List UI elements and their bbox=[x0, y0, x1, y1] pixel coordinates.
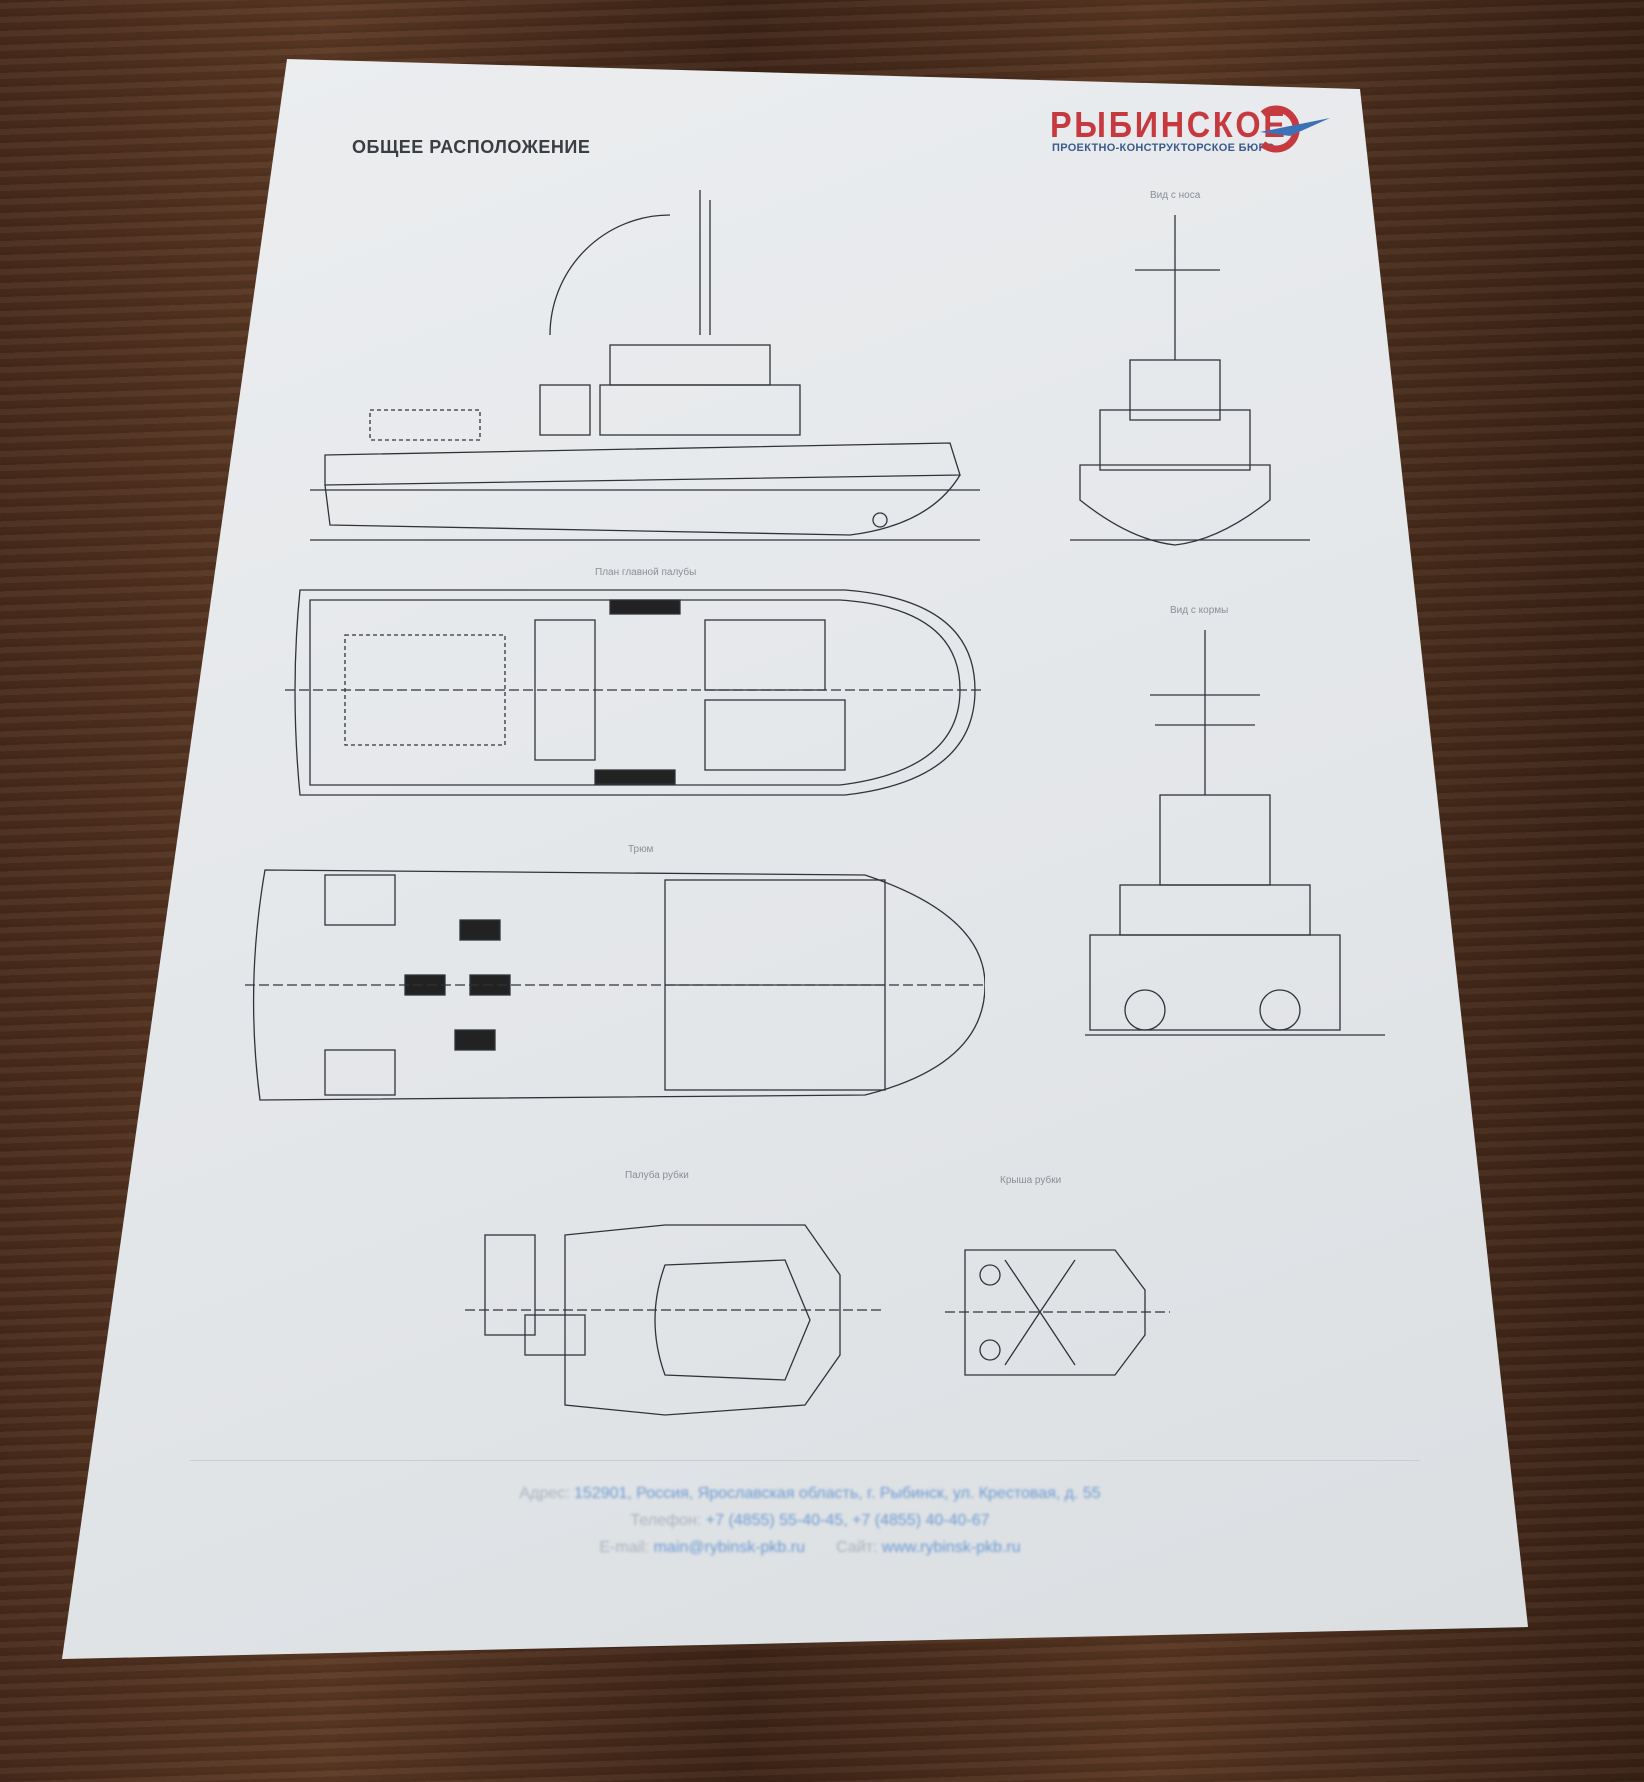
address-value: 152901, Россия, Ярославская область, г. … bbox=[574, 1485, 1101, 1502]
footer-contacts: E-mail: main@rybinsk-pkb.ru Сайт: www.ry… bbox=[300, 1539, 1320, 1557]
page-title: ОБЩЕЕ РАСПОЛОЖЕНИЕ bbox=[352, 137, 591, 157]
hold-plan-drawing bbox=[245, 869, 985, 1101]
site-value: www.rybinsk-pkb.ru bbox=[881, 1539, 1021, 1556]
address-label: Адрес: bbox=[519, 1485, 570, 1502]
logo-emblem-icon bbox=[1260, 105, 1330, 153]
logo-subtitle: ПРОЕКТНО-КОНСТРУКТОРСКОЕ БЮРО bbox=[1052, 142, 1275, 154]
footer-address: Адрес: 152901, Россия, Ярославская облас… bbox=[300, 1485, 1320, 1503]
main-deck-plan-drawing bbox=[285, 589, 985, 796]
label-deckhouse: Палуба рубки bbox=[625, 1170, 689, 1181]
phone-value: +7 (4855) 55-40-45, +7 (4855) 40-40-67 bbox=[705, 1512, 990, 1529]
deckhouse-plan-drawing bbox=[465, 1224, 885, 1416]
label-roof: Крыша рубки bbox=[1000, 1175, 1062, 1186]
site-label: Сайт: bbox=[836, 1539, 878, 1556]
email-value: main@rybinsk-pkb.ru bbox=[653, 1539, 805, 1556]
label-hold: Трюм bbox=[628, 844, 654, 855]
label-stern-view: Вид с кормы bbox=[1170, 605, 1229, 616]
label-main-deck: План главной палубы bbox=[595, 567, 697, 578]
email-label: E-mail: bbox=[599, 1539, 650, 1556]
footer-phone: Телефон: +7 (4855) 55-40-45, +7 (4855) 4… bbox=[300, 1512, 1320, 1530]
roof-plan-drawing bbox=[945, 1249, 1170, 1376]
footer-divider bbox=[190, 1460, 1420, 1461]
side-profile-drawing bbox=[310, 190, 980, 541]
phone-label: Телефон: bbox=[630, 1512, 702, 1529]
label-bow-view: Вид с носа bbox=[1150, 190, 1201, 201]
bow-view-drawing bbox=[1070, 215, 1310, 546]
logo-name: РЫБИНСКОЕ bbox=[1050, 104, 1288, 145]
stern-view-drawing bbox=[1085, 630, 1385, 1036]
